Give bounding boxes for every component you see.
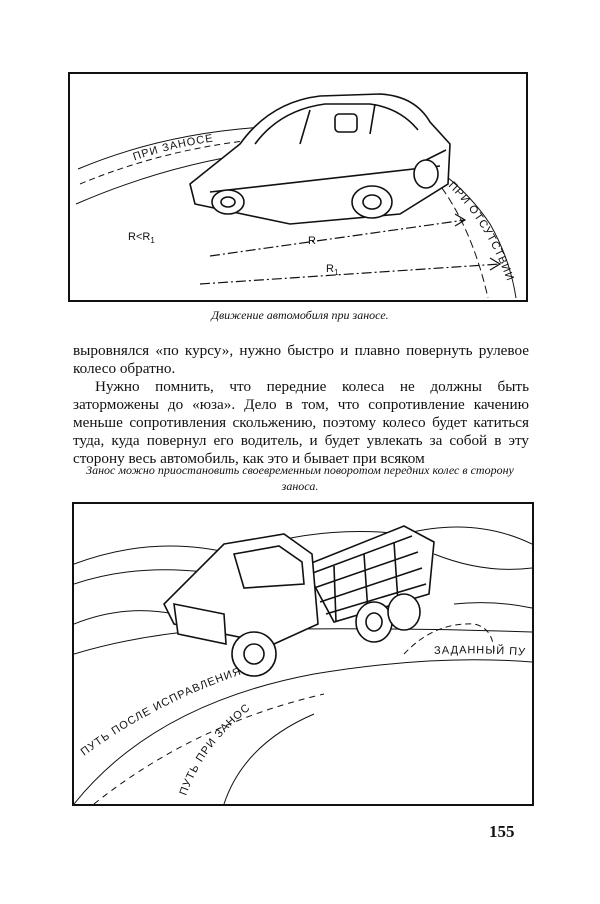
car-drawing <box>189 93 451 225</box>
label-skid-path: ПРИ ЗАНОСЕ <box>132 132 214 163</box>
svg-text:ПРИ ЗАНОСЕ: ПРИ ЗАНОСЕ <box>132 132 215 163</box>
label-path-after-correction: ПУТЬ ПОСЛЕ ИСПРАВЛЕНИЯ <box>79 665 242 758</box>
page-number: 155 <box>489 822 515 841</box>
car-skid-illustration: ПРИ ЗАНОСЕ ПРИ ОТСУТСТВИИ ЗАНОСА R<R1 R … <box>70 74 517 299</box>
paragraph-1: выровнялся «по курсу», нужно быстро и пл… <box>73 342 529 377</box>
truck-drawing <box>163 525 435 677</box>
svg-text:ПУТЬ ПОСЛЕ ИСПРАВЛЕНИЯ: ПУТЬ ПОСЛЕ ИСПРАВЛЕНИЯ <box>79 665 243 758</box>
figure-truck-skid: ЗАДАННЫЙ ПУТЬ ПУТЬ ПОСЛЕ ИСПРАВЛЕНИЯ ПУТ… <box>72 502 534 806</box>
figure1-caption: Движение автомобиля при заносе. <box>211 308 389 322</box>
label-radius-relation: R<R1 <box>128 231 155 245</box>
label-radius: R <box>308 235 316 247</box>
figure2-caption: Занос можно приостановить своевременным … <box>86 463 514 493</box>
truck-skid-illustration: ЗАДАННЫЙ ПУТЬ ПУТЬ ПОСЛЕ ИСПРАВЛЕНИЯ ПУТ… <box>74 504 532 804</box>
paragraph-2: Нужно помнить, что передние колеса не до… <box>73 378 529 467</box>
figure-car-skid: ПРИ ЗАНОСЕ ПРИ ОТСУТСТВИИ ЗАНОСА R<R1 R … <box>68 72 528 302</box>
label-radius1: R1 <box>326 263 339 277</box>
